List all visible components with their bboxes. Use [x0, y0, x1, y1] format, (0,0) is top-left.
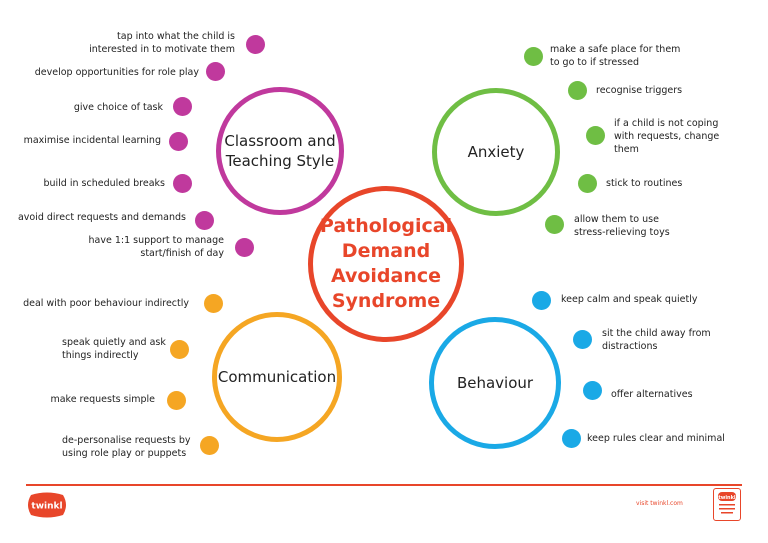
classroom-item-label: build in scheduled breaks — [43, 178, 165, 189]
behaviour-item-dot — [573, 330, 592, 349]
classroom-item-label: have 1:1 support to manage start/finish … — [88, 235, 224, 259]
hub-classroom: Classroom and Teaching Style — [216, 87, 344, 215]
communication-item-dot — [167, 391, 186, 410]
hub-behaviour: Behaviour — [429, 317, 561, 449]
classroom-item-dot — [246, 35, 265, 54]
communication-item-dot — [200, 436, 219, 455]
anxiety-item-label: make a safe place for them to go to if s… — [550, 44, 681, 68]
classroom-item-label: tap into what the child is interested in… — [89, 31, 235, 55]
classroom-item-dot — [235, 238, 254, 257]
classroom-item-dot — [195, 211, 214, 230]
anxiety-item-label: recognise triggers — [596, 85, 683, 96]
classroom-item-dot — [173, 97, 192, 116]
hub-anxiety-title: Anxiety — [467, 143, 525, 161]
footer-divider — [26, 484, 742, 486]
behaviour-item-label: sit the child away from distractions — [602, 328, 711, 352]
behaviour-item-dot — [583, 381, 602, 400]
center-circle: Pathological Demand Avoidance Syndrome — [308, 186, 464, 342]
classroom-item-label: develop opportunities for role play — [34, 67, 199, 78]
behaviour-item-label: keep rules clear and minimal — [587, 433, 725, 444]
anxiety-item-label: if a child is not coping with requests, … — [614, 118, 720, 155]
twinkl-logo-text: twinkl — [31, 502, 62, 512]
behaviour-item-label: offer alternatives — [611, 389, 693, 400]
communication-item-label: deal with poor behaviour indirectly — [23, 298, 189, 309]
visit-link[interactable]: visit twinkl.com — [636, 500, 683, 507]
classroom-item-label: give choice of task — [73, 102, 163, 113]
behaviour-item-dot — [532, 291, 551, 310]
anxiety-item-dot — [524, 47, 543, 66]
classroom-item-label: maximise incidental learning — [23, 135, 161, 146]
twinkl-logo: twinkl — [28, 492, 66, 518]
anxiety-item-label: allow them to use stress-relieving toys — [574, 214, 670, 238]
classroom-item-label: avoid direct requests and demands — [17, 212, 186, 223]
anxiety-item-label: stick to routines — [606, 178, 683, 189]
anxiety-item-dot — [568, 81, 587, 100]
badge-icon: twinkl — [718, 492, 736, 514]
communication-item-dot — [170, 340, 189, 359]
hub-communication: Communication — [212, 312, 342, 442]
center-title: Pathological Demand Avoidance Syndrome — [319, 215, 453, 312]
communication-item-label: speak quietly and ask things indirectly — [62, 337, 166, 361]
classroom-item-dot — [173, 174, 192, 193]
hub-classroom-title: Classroom and Teaching Style — [224, 132, 336, 170]
classroom-item-dot — [169, 132, 188, 151]
behaviour-item-label: keep calm and speak quietly — [561, 294, 698, 305]
anxiety-item-dot — [578, 174, 597, 193]
behaviour-item-dot — [562, 429, 581, 448]
classroom-item-dot — [206, 62, 225, 81]
hub-anxiety: Anxiety — [432, 88, 560, 216]
anxiety-item-dot — [586, 126, 605, 145]
anxiety-item-dot — [545, 215, 564, 234]
communication-item-label: make requests simple — [50, 394, 155, 405]
hub-communication-title: Communication — [217, 368, 337, 386]
quality-badge: twinkl — [713, 488, 741, 521]
hub-behaviour-title: Behaviour — [456, 374, 534, 392]
badge-brand: twinkl — [718, 495, 736, 501]
communication-item-label: de-personalise requests by using role pl… — [62, 435, 191, 459]
communication-item-dot — [204, 294, 223, 313]
